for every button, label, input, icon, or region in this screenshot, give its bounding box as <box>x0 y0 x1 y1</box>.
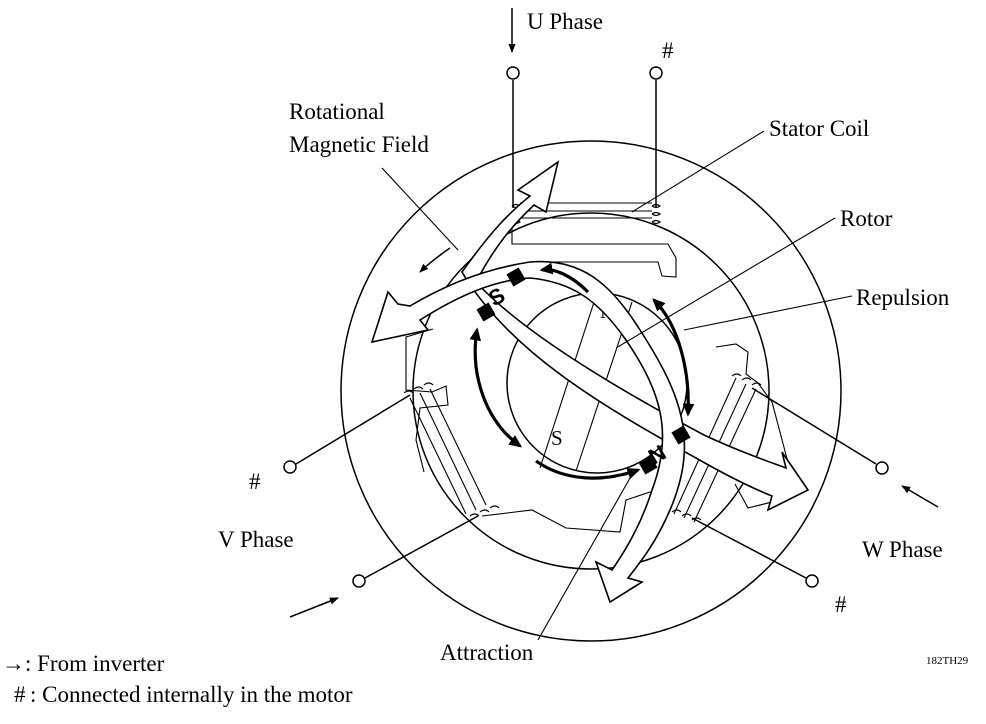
attraction-label: Attraction <box>440 640 534 665</box>
stator-pole-right <box>715 343 791 509</box>
motor-outer-ring <box>340 140 842 642</box>
u-phase-label: U Phase <box>527 9 603 34</box>
repulsion-arrow-top <box>539 262 590 294</box>
magnetic-field-band-1 <box>461 160 810 512</box>
rotor-label: Rotor <box>840 206 893 231</box>
attraction-arrow-left <box>469 327 523 448</box>
rotor-pole-line-left <box>539 295 597 469</box>
rotor-s-pole: S <box>551 426 563 450</box>
repulsion-label: Repulsion <box>856 285 950 310</box>
stator-coil-leader <box>631 130 765 213</box>
w-phase-input-arrow <box>901 485 939 508</box>
v-hash-terminal <box>283 394 411 474</box>
v-phase-label: V Phase <box>218 527 294 552</box>
w-phase-label: W Phase <box>862 537 943 562</box>
legend-hash-text: : Connected internally in the motor <box>30 682 353 707</box>
u-hash-terminal <box>649 66 663 208</box>
stator-coil-left <box>403 382 500 517</box>
stator-pole-left <box>405 328 449 473</box>
rotational-leader <box>381 167 459 251</box>
pole-marker-4 <box>671 425 691 445</box>
figure-code: 182TH29 <box>926 655 969 667</box>
magnetic-field-band-2 <box>370 260 686 604</box>
u-phase-terminal <box>506 66 520 208</box>
legend-arrow-symbol: → <box>2 651 25 676</box>
w-hash-label: # <box>835 592 847 617</box>
repulsion-leader <box>683 295 853 331</box>
legend-arrow-text: : From inverter <box>25 651 165 676</box>
rotor-leader <box>615 217 836 349</box>
stator-pole-top <box>511 218 677 278</box>
stator-coil-label: Stator Coil <box>769 116 869 141</box>
u-hash-label: # <box>662 38 674 63</box>
attraction-arrow-bottom <box>535 459 641 480</box>
v-phase-terminal <box>352 515 479 588</box>
rotational-field-label-1: Rotational <box>289 99 385 124</box>
v-hash-label: # <box>249 469 261 494</box>
v-phase-input-arrow <box>289 597 339 618</box>
w-phase-terminal <box>751 387 889 475</box>
legend: → : From inverter # : Connected internal… <box>2 651 353 707</box>
rotational-field-label-2: Magnetic Field <box>289 132 429 157</box>
field-rotation-arrow <box>419 247 451 273</box>
repulsion-arrow-right <box>652 298 695 417</box>
legend-hash-symbol: # <box>14 682 26 707</box>
w-hash-terminal <box>691 517 819 588</box>
pole-marker-1 <box>476 302 496 322</box>
pole-marker-2 <box>506 267 526 287</box>
attraction-leader <box>537 477 631 641</box>
stator-pole-bottom <box>481 491 667 533</box>
pole-marker-3 <box>638 455 658 475</box>
